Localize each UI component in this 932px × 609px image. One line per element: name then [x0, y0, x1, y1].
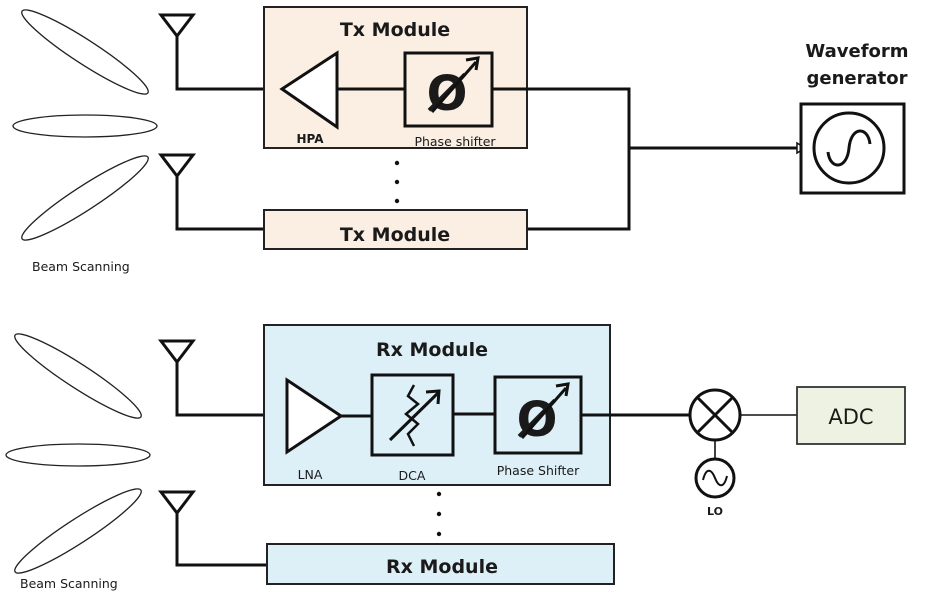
rx-antenna-2 — [157, 490, 267, 567]
rx-ellipsis — [436, 491, 442, 537]
mixer-icon — [688, 388, 742, 442]
tx-antenna-2 — [157, 153, 265, 231]
rx-module-2 — [266, 543, 615, 585]
rx-phase-arrow-icon — [520, 387, 568, 439]
beam-lobe-center — [12, 114, 158, 138]
rx-module-1-label: Rx Module — [376, 339, 488, 361]
tx-ellipsis — [394, 160, 400, 204]
lna-label: LNA — [298, 467, 323, 482]
tx-beam-lobes — [12, 9, 158, 241]
variable-attenuator-icon — [404, 384, 420, 447]
rx-beam-scanning-label: Beam Scanning — [20, 576, 118, 591]
adc-block — [796, 386, 906, 445]
waveform-generator — [799, 102, 906, 195]
tx-module-2 — [263, 209, 528, 250]
beam-lobe-lower — [14, 488, 142, 574]
beam-lobe-upper — [21, 9, 149, 95]
lo-oscillator-icon — [694, 457, 736, 499]
tx-phase-arrow-icon — [430, 61, 478, 113]
hpa-label: HPA — [296, 132, 324, 146]
tx-phase-shifter-label: Phase shifter — [414, 134, 496, 149]
tx-antenna-1 — [157, 13, 280, 91]
tx-beam-scanning-label: Beam Scanning — [32, 259, 130, 274]
rx-module-2-label: Rx Module — [386, 556, 498, 578]
beam-lobe-center — [5, 443, 151, 467]
dca-label: DCA — [399, 468, 426, 483]
adc-label: ADC — [828, 405, 873, 429]
lna-amplifier-icon — [285, 377, 344, 455]
rx-antenna-1 — [157, 339, 283, 417]
rx-phase-shifter-label: Phase Shifter — [497, 463, 580, 478]
beam-lobe-lower — [21, 155, 149, 241]
beam-lobe-upper — [14, 333, 142, 419]
waveform-generator-label-1: Waveform — [805, 41, 908, 62]
lo-label: LO — [707, 505, 723, 518]
waveform-generator-label-2: generator — [807, 68, 908, 89]
tx-module-1-label: Tx Module — [340, 19, 450, 41]
sine-source-icon — [812, 111, 886, 185]
rx-beam-lobes — [5, 333, 151, 574]
tx-module-2-label: Tx Module — [340, 224, 450, 246]
